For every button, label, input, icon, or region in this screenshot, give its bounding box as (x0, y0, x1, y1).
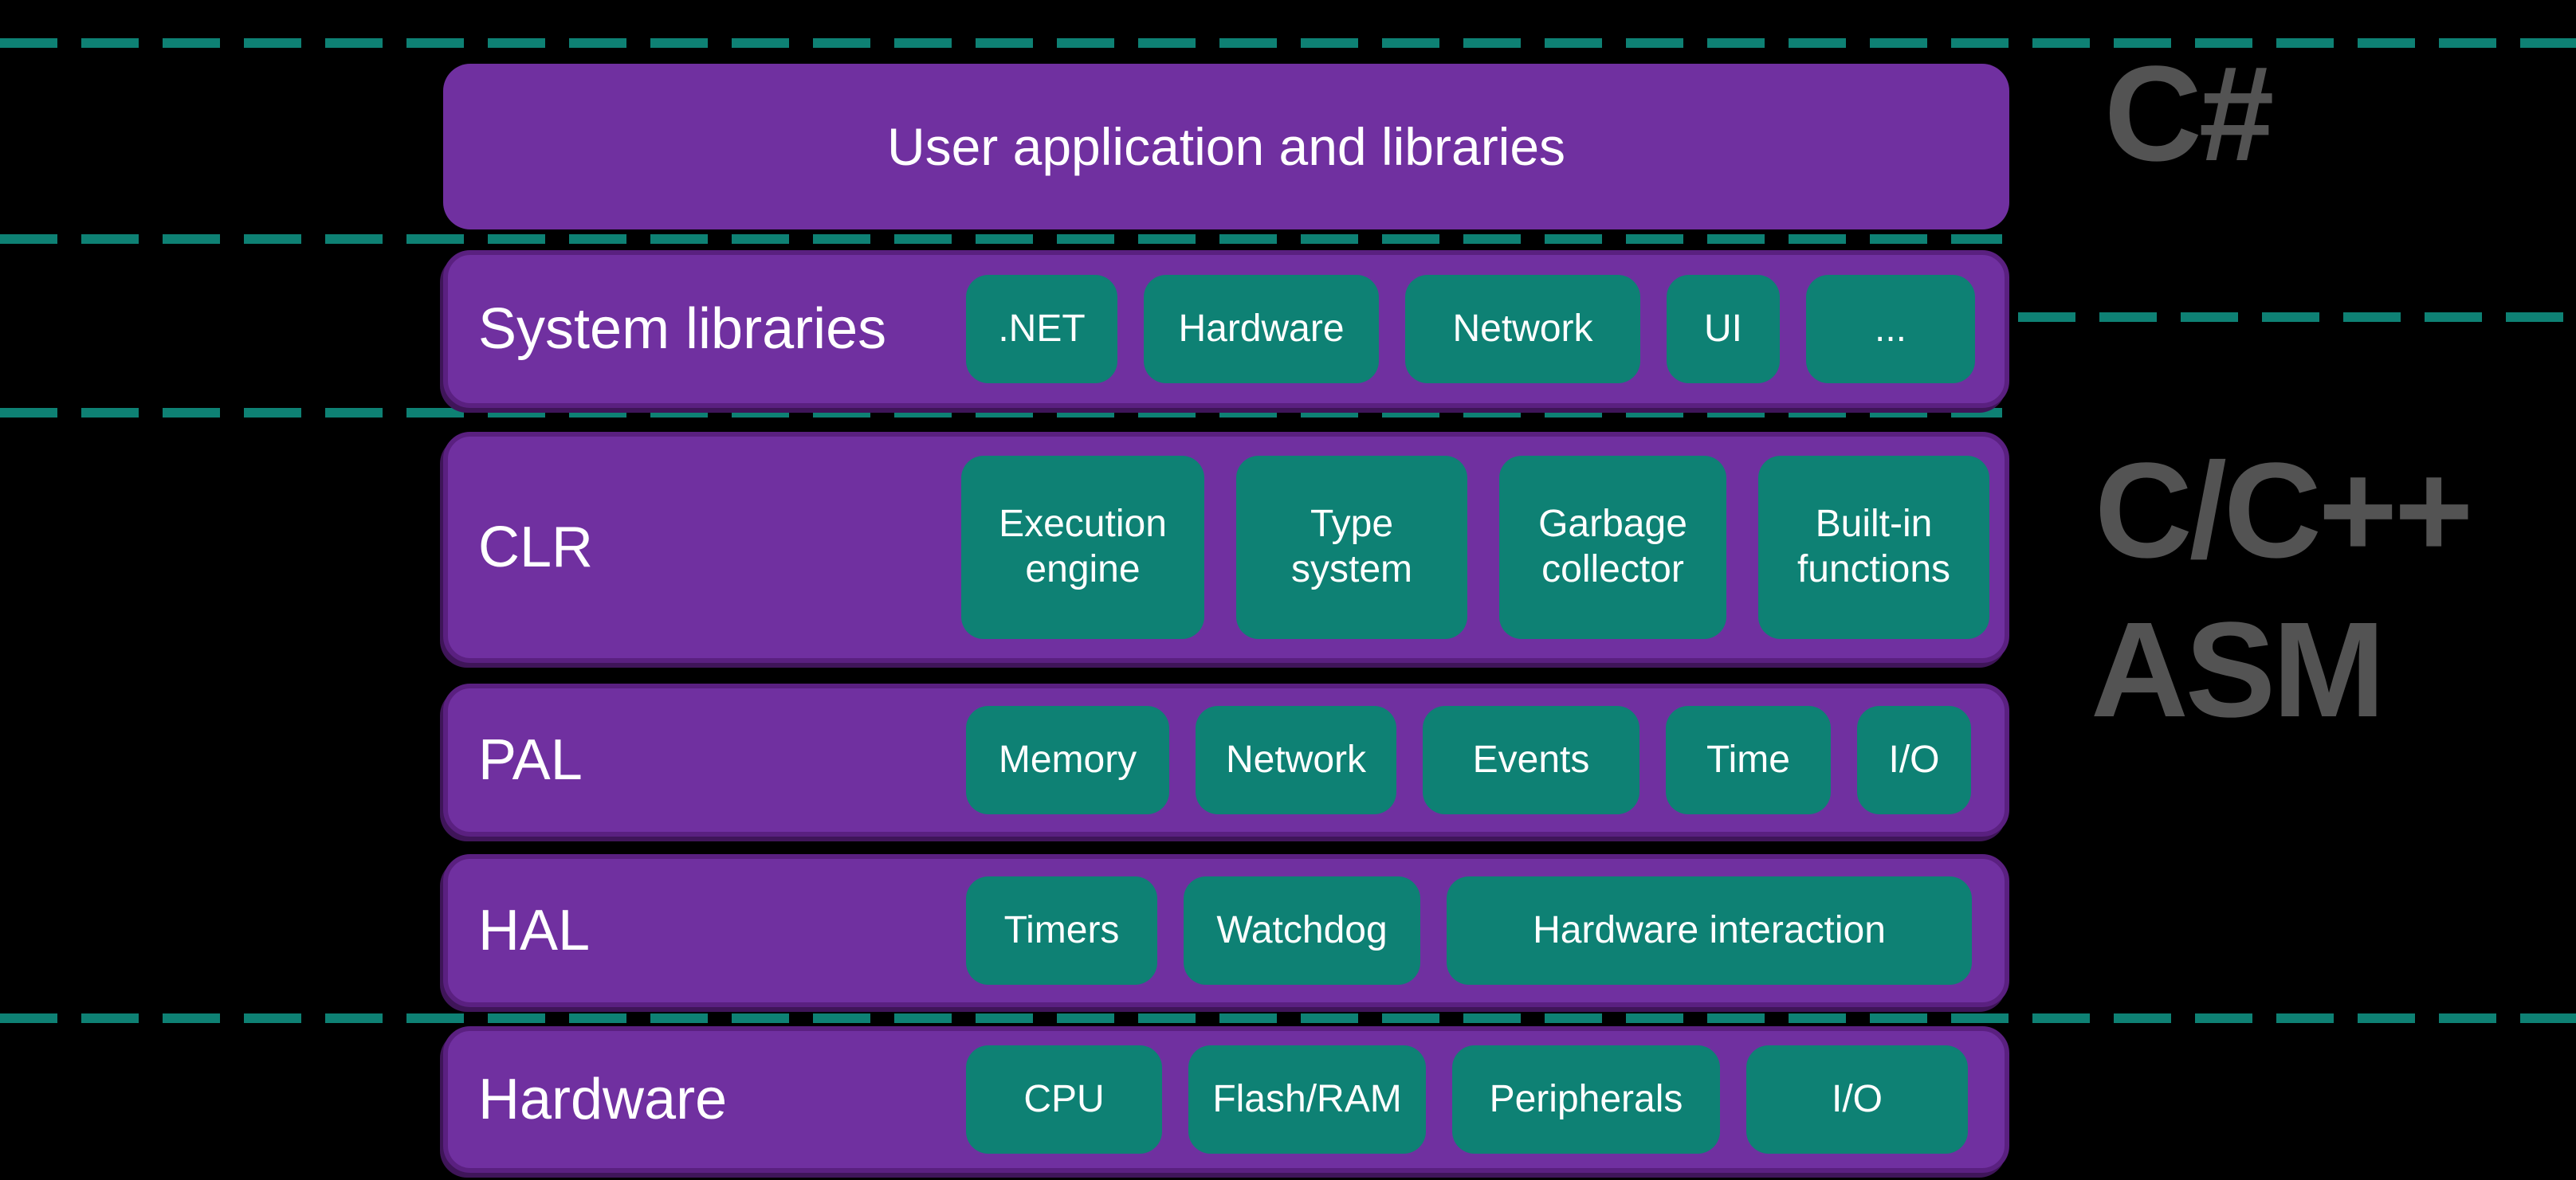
chip-execution-engine: Execution engine (961, 456, 1204, 639)
row-hardware: Hardware CPU Flash/RAM Peripherals I/O (443, 1026, 2009, 1173)
chip-memory: Memory (966, 706, 1169, 814)
row-hal: HAL Timers Watchdog Hardware interaction (443, 854, 2009, 1007)
system-libraries-chip-group: .NET Hardware Network UI ... (966, 275, 1975, 383)
chip-dotnet: .NET (966, 275, 1117, 383)
clr-chip-group: Execution engine Type system Garbage col… (961, 456, 1989, 639)
row-hardware-label: Hardware (478, 1068, 728, 1131)
chip-hardware-lib: Hardware (1144, 275, 1379, 383)
row-user-application: User application and libraries (443, 64, 2009, 229)
dashed-line-top (0, 38, 2576, 48)
chip-built-in-functions: Built-in functions (1758, 456, 1989, 639)
chip-events: Events (1423, 706, 1639, 814)
row-system-libraries: System libraries .NET Hardware Network U… (443, 250, 2009, 408)
chip-io-pal: I/O (1857, 706, 1971, 814)
hardware-chip-group: CPU Flash/RAM Peripherals I/O (966, 1045, 1968, 1154)
side-label-csharp: C# (2104, 38, 2274, 190)
dashed-line-below-system-libraries (0, 408, 2002, 418)
side-label-asm: ASM (2091, 594, 2386, 746)
side-label-c-cpp: C/C++ (2095, 435, 2473, 586)
chip-watchdog: Watchdog (1184, 876, 1420, 985)
dashed-line-right-csharp-boundary (2018, 312, 2576, 322)
chip-network-pal: Network (1196, 706, 1396, 814)
dashed-line-below-user-app (0, 234, 2002, 244)
row-clr-label: CLR (478, 516, 594, 579)
chip-ellipsis: ... (1806, 275, 1975, 383)
chip-type-system: Type system (1236, 456, 1467, 639)
chip-network-lib: Network (1405, 275, 1640, 383)
dashed-line-below-hal (0, 1013, 2576, 1023)
row-pal: PAL Memory Network Events Time I/O (443, 684, 2009, 837)
chip-ui: UI (1667, 275, 1780, 383)
row-pal-label: PAL (478, 728, 583, 792)
chip-garbage-collector: Garbage collector (1499, 456, 1726, 639)
chip-io-hw: I/O (1746, 1045, 1968, 1154)
row-clr: CLR Execution engine Type system Garbage… (443, 432, 2009, 663)
row-user-application-title: User application and libraries (886, 117, 1566, 176)
chip-cpu: CPU (966, 1045, 1162, 1154)
chip-flash-ram: Flash/RAM (1188, 1045, 1426, 1154)
chip-timers: Timers (966, 876, 1157, 985)
hal-chip-group: Timers Watchdog Hardware interaction (966, 876, 1972, 985)
chip-hardware-interaction: Hardware interaction (1447, 876, 1972, 985)
row-hal-label: HAL (478, 899, 591, 962)
chip-peripherals: Peripherals (1452, 1045, 1720, 1154)
chip-time: Time (1666, 706, 1831, 814)
pal-chip-group: Memory Network Events Time I/O (966, 706, 1971, 814)
row-system-libraries-label: System libraries (478, 297, 887, 361)
